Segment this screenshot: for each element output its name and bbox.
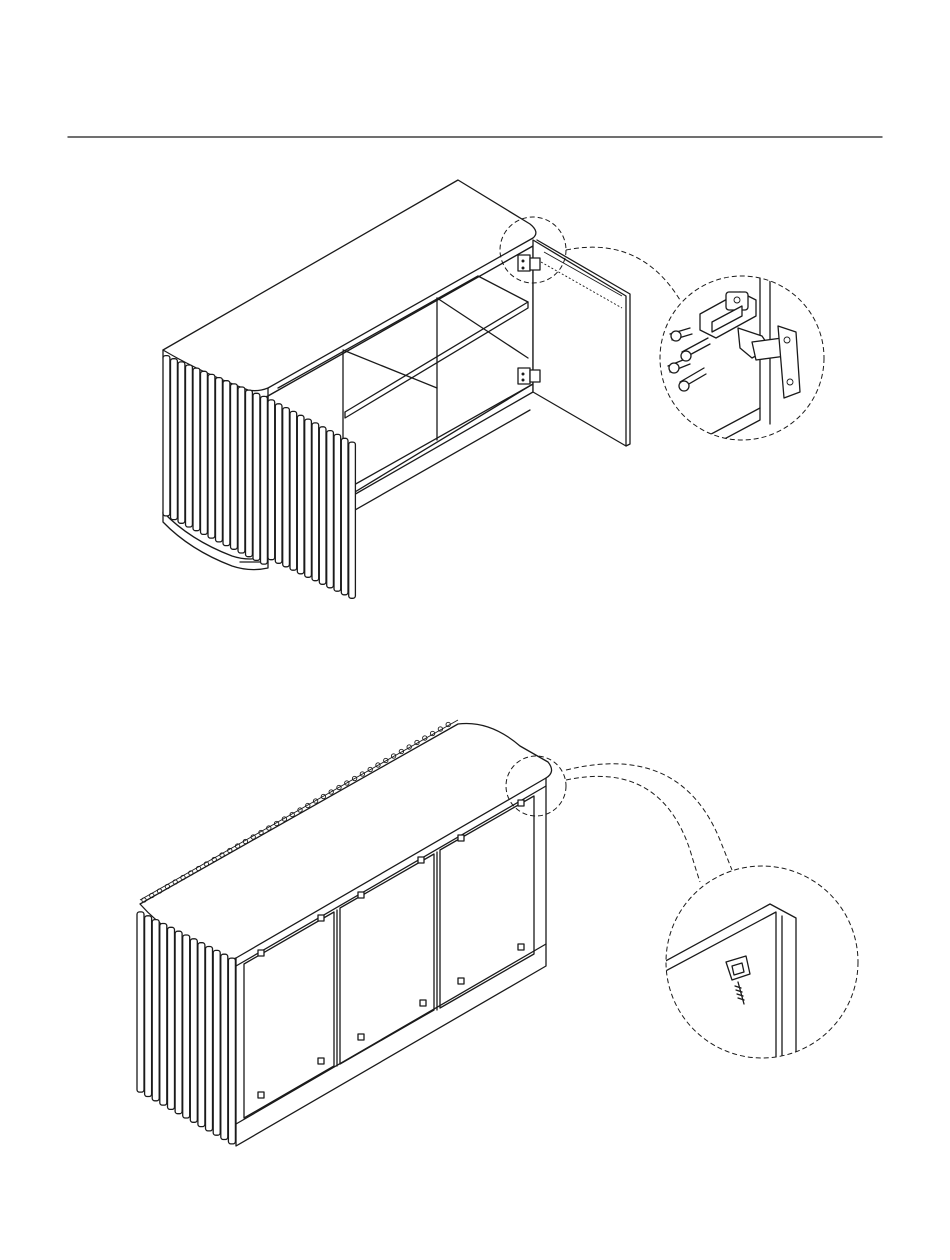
flute-slat (327, 431, 334, 588)
bracket-detail-magnified (660, 866, 858, 1062)
flute-slat (152, 920, 159, 1101)
flute-slat (193, 368, 200, 531)
flute-slat (246, 390, 253, 557)
flute-slat (334, 434, 341, 591)
flute-slat (160, 924, 167, 1106)
flute-slat (341, 438, 348, 595)
flute-slat (283, 408, 290, 567)
flute-slat (221, 954, 228, 1139)
callout-leader (566, 764, 732, 870)
flute-slat (163, 356, 170, 516)
flute-slat (312, 423, 319, 581)
flute-slat (349, 442, 356, 598)
flute-slat (201, 371, 208, 534)
step-1-right-door (533, 240, 630, 446)
flute-slat (178, 362, 185, 523)
flute-slat (228, 958, 235, 1144)
hinge-detail-magnified (660, 260, 824, 452)
flute-slat (213, 950, 220, 1135)
flute-slat (319, 427, 326, 585)
flute-slat (253, 393, 260, 560)
flute-slat (305, 419, 312, 577)
flute-slat (186, 365, 193, 527)
flute-slat (231, 384, 238, 549)
flute-slat (216, 378, 223, 542)
flute-slat (168, 927, 175, 1109)
flute-slat (190, 939, 197, 1123)
flute-slat (261, 396, 268, 564)
flute-slat (290, 411, 297, 570)
flute-slat (171, 359, 178, 520)
flute-slat (183, 935, 190, 1118)
flute-slat (275, 404, 282, 564)
flute-slat (238, 387, 245, 553)
flute-slat (268, 400, 275, 560)
hinge-icon (518, 368, 540, 384)
flute-slat (208, 374, 215, 538)
flute-slat (175, 931, 182, 1113)
flute-slat (223, 381, 230, 546)
hinge-icon (518, 255, 540, 271)
flute-slat (297, 415, 304, 574)
flute-slat (206, 947, 213, 1131)
flute-slat (198, 943, 205, 1127)
flute-slat (137, 912, 144, 1092)
flute-slat (145, 916, 152, 1097)
